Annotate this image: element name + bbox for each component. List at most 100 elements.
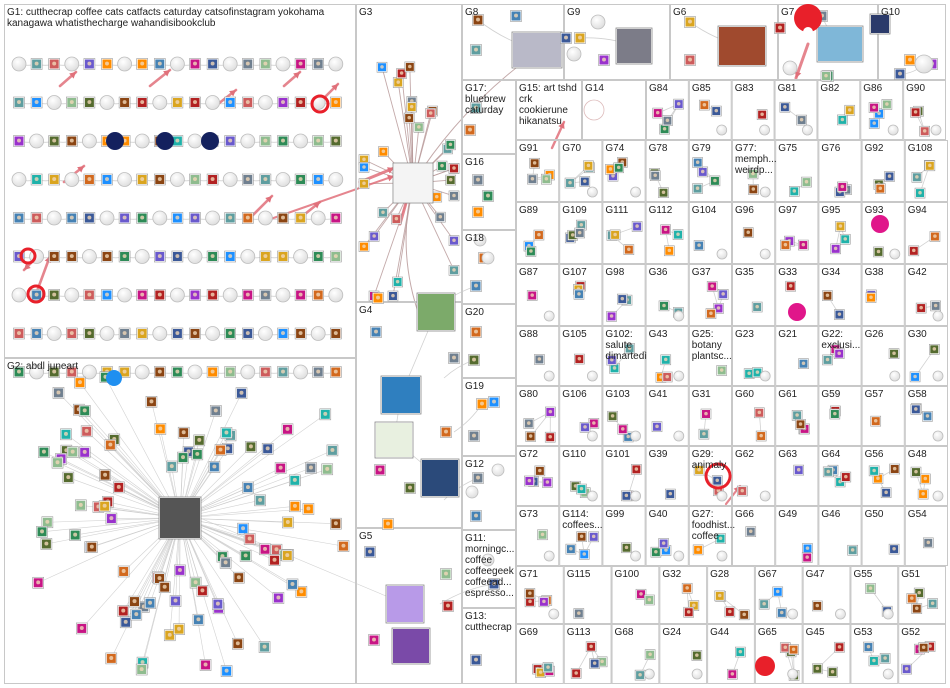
- group-label: G80: [519, 389, 538, 400]
- group-box: [732, 386, 776, 446]
- group-label: G83: [735, 83, 754, 94]
- group-label: G103: [605, 389, 630, 400]
- bubble-node: [11, 172, 27, 187]
- group-label-line: kanagawa whatisthecharge wahandisibookcl…: [7, 18, 216, 29]
- avatar-face: [624, 545, 629, 550]
- group-box: [688, 386, 732, 446]
- marker-node: [201, 132, 219, 150]
- avatar-face: [193, 177, 197, 182]
- avatar-face: [157, 292, 162, 297]
- group-label: G28: [710, 569, 729, 580]
- avatar-face: [263, 254, 268, 259]
- group-label: G43: [649, 329, 668, 340]
- group-box: [898, 566, 947, 624]
- avatar-face: [235, 641, 240, 646]
- avatar-face: [825, 293, 830, 298]
- edge-line: [199, 517, 406, 605]
- group-label: G108: [908, 143, 933, 154]
- group-box: [861, 386, 905, 446]
- avatar-face: [69, 138, 74, 143]
- avatar-face: [78, 380, 82, 385]
- bubble-node: [310, 326, 326, 341]
- avatar-face: [610, 414, 615, 418]
- bubble-node: [673, 310, 685, 322]
- group-keyword: cookierune: [519, 105, 568, 116]
- bubble-node: [481, 553, 495, 567]
- group-label: G98: [605, 267, 624, 278]
- edge-line: [179, 517, 265, 648]
- group-label: G32: [662, 569, 681, 580]
- avatar-face: [175, 254, 180, 259]
- bubble-node: [328, 172, 344, 187]
- group-box: [516, 506, 560, 566]
- avatar-face: [380, 65, 384, 69]
- bubble-node: [257, 210, 273, 226]
- avatar-face: [196, 617, 201, 622]
- avatar-face: [281, 138, 285, 143]
- avatar-face: [655, 110, 660, 115]
- avatar-face: [438, 215, 443, 219]
- avatar-face: [815, 666, 820, 671]
- arrow-head: [69, 72, 76, 79]
- avatar-face: [634, 467, 639, 471]
- avatar-face: [830, 669, 835, 674]
- group-box: [818, 140, 862, 202]
- avatar-face: [409, 104, 414, 109]
- avatar-face: [578, 35, 582, 40]
- avatar-face: [149, 399, 154, 404]
- bubble-node: [293, 133, 309, 149]
- avatar-face: [667, 248, 672, 253]
- group-label: G84: [649, 83, 668, 94]
- group-box: [688, 80, 732, 140]
- avatar-face: [788, 284, 793, 288]
- group-label: G66: [735, 509, 754, 520]
- avatar-face: [298, 331, 303, 336]
- bubble-node: [11, 287, 27, 303]
- group-box: [602, 446, 646, 506]
- group-box: [611, 566, 660, 624]
- avatar-face: [804, 179, 809, 184]
- group-label: G97: [778, 205, 797, 216]
- arrow-head: [387, 174, 394, 182]
- avatar-face: [285, 426, 290, 431]
- avatar-face: [869, 295, 873, 299]
- group-keyword: memph...: [735, 154, 777, 165]
- avatar-face: [755, 304, 759, 309]
- image-node: [376, 423, 412, 457]
- group-label: G55: [853, 569, 872, 580]
- avatar-face: [843, 237, 848, 241]
- avatar-face: [446, 603, 450, 608]
- bubble-node: [782, 60, 798, 76]
- avatar-face: [825, 357, 830, 362]
- avatar-face: [218, 447, 223, 452]
- avatar-face: [245, 100, 250, 105]
- avatar-face: [308, 465, 313, 470]
- group-box: [861, 446, 905, 506]
- group-keyword: coffeead...: [465, 577, 512, 588]
- group-label: G30: [908, 329, 927, 340]
- group-box: [850, 566, 899, 624]
- bubble-node: [117, 287, 132, 303]
- avatar-face: [760, 112, 764, 116]
- avatar-face: [728, 609, 732, 614]
- group-label: G15: art tshd: [519, 83, 577, 94]
- bubble-node: [222, 56, 238, 72]
- group-box: [516, 264, 560, 326]
- avatar-face: [281, 100, 285, 105]
- avatar-face: [795, 413, 799, 417]
- group-box: [688, 140, 732, 202]
- bubble-node: [673, 550, 685, 562]
- avatar-face: [866, 644, 871, 649]
- avatar-face: [52, 254, 57, 259]
- group-label: G78: [649, 143, 668, 154]
- group-box: [688, 202, 732, 264]
- group-box: [516, 202, 560, 264]
- avatar-face: [122, 215, 127, 220]
- avatar-face: [281, 331, 285, 336]
- bubble-node: [543, 310, 555, 322]
- group-box: [754, 566, 803, 624]
- avatar-face: [676, 232, 680, 236]
- avatar-face: [41, 449, 46, 454]
- marker-node: [106, 370, 122, 386]
- bubble-node: [310, 210, 326, 226]
